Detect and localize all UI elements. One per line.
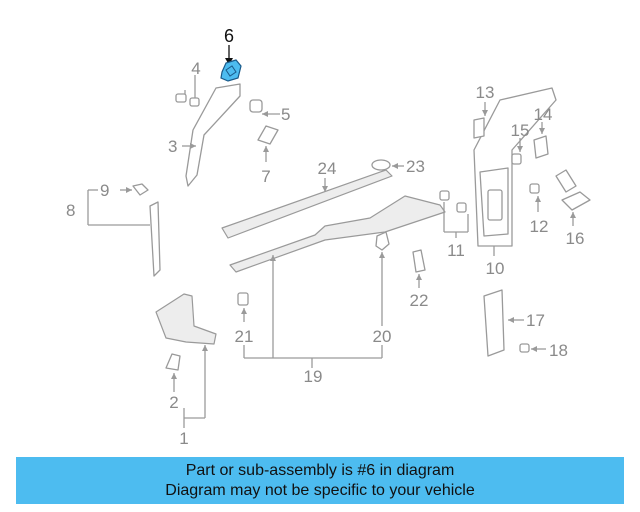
callout-17: 17 [526, 311, 545, 330]
callout-22: 22 [410, 291, 429, 310]
part-13 [473, 102, 488, 139]
callout-24: 24 [318, 159, 337, 178]
part-5 [249, 99, 280, 117]
part-22 [412, 249, 426, 288]
callout-5: 5 [281, 105, 290, 124]
callout-8: 8 [66, 201, 75, 220]
callout-14: 14 [534, 105, 553, 124]
callout-6: 6 [224, 26, 234, 46]
callout-16: 16 [566, 229, 585, 248]
banner-line-2: Diagram may not be specific to your vehi… [165, 482, 475, 499]
info-banner: Part or sub-assembly is #6 in diagram Di… [16, 457, 624, 504]
part-23 [371, 159, 404, 171]
part-17 [483, 289, 524, 357]
callout-20: 20 [373, 327, 392, 346]
callout-9: 9 [100, 181, 109, 200]
callout-21: 21 [235, 327, 254, 346]
part-14 [533, 122, 549, 159]
part-12 [529, 183, 541, 212]
callout-10: 10 [486, 259, 505, 278]
callout-23: 23 [406, 157, 425, 176]
part-4 [175, 75, 200, 107]
part-7 [257, 125, 279, 162]
part-20 [375, 231, 390, 358]
part-21 [237, 292, 249, 358]
part-3 [182, 83, 241, 187]
callout-13: 13 [476, 83, 495, 102]
callout-3: 3 [168, 137, 177, 156]
part-19 [229, 195, 446, 368]
callout-12: 12 [530, 217, 549, 236]
callout-11: 11 [447, 241, 465, 260]
callout-19: 19 [304, 367, 323, 386]
part-6-highlighted[interactable] [220, 45, 242, 82]
callout-4: 4 [191, 59, 200, 78]
callout-1: 1 [179, 429, 188, 448]
part-11 [439, 190, 469, 238]
callout-2: 2 [169, 393, 178, 412]
part-15 [511, 138, 523, 165]
part-18 [519, 343, 546, 353]
callout-15: 15 [511, 121, 530, 140]
parts-diagram: 6 4 5 3 7 8 9 2 [66, 26, 591, 448]
part-24 [221, 169, 393, 239]
part-1-2 [155, 293, 217, 428]
part-8-9 [87, 183, 161, 277]
part-16 [555, 169, 591, 226]
callout-7: 7 [261, 167, 270, 186]
callout-18: 18 [549, 341, 568, 360]
part-10 [473, 87, 557, 256]
banner-line-1: Part or sub-assembly is #6 in diagram [185, 462, 455, 479]
